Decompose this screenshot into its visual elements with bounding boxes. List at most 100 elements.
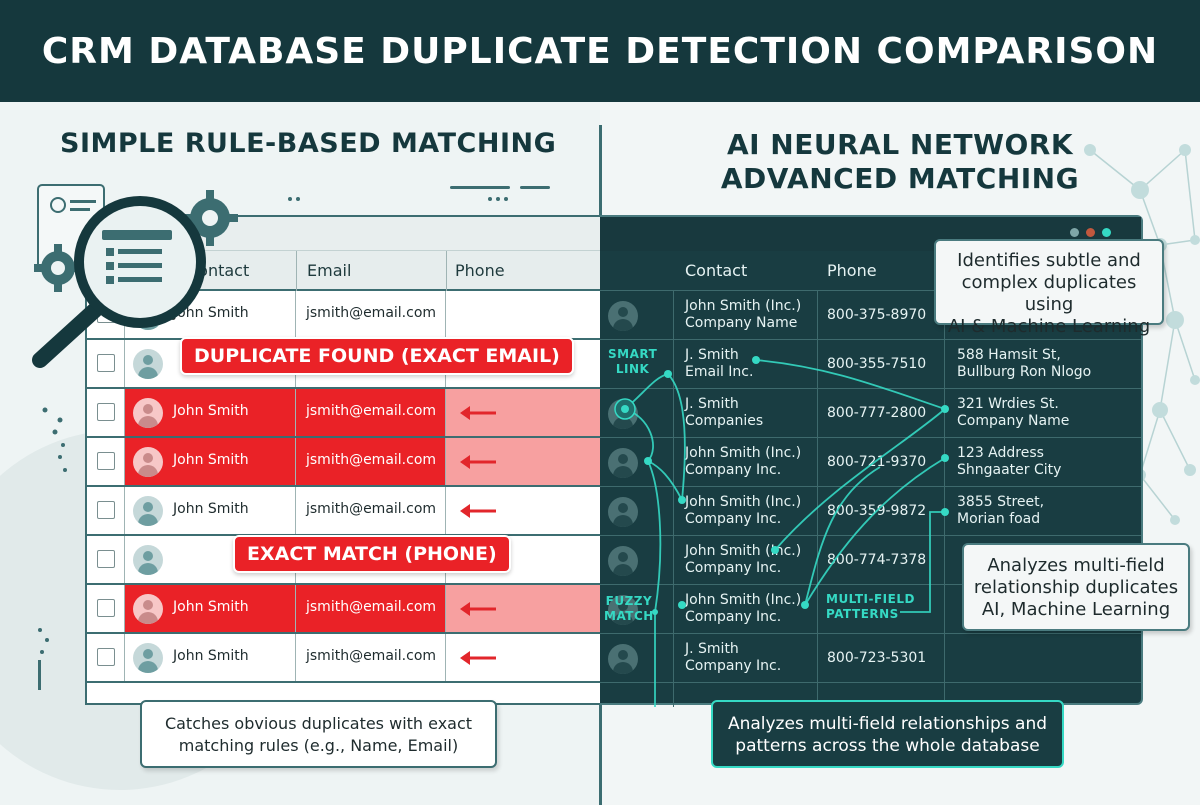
ai-table-row[interactable]: John Smith (Inc.)Company Inc. 800-774-737… — [600, 536, 1141, 585]
duplicate-email-badge: DUPLICATE FOUND (EXACT EMAIL) — [180, 337, 574, 375]
ai-contact-line-2: Company Inc. — [685, 462, 782, 478]
window-dot — [1086, 228, 1095, 237]
left-arrow-icon — [460, 651, 496, 665]
contact-name: John Smith — [173, 403, 249, 419]
ai-phone: 800-774-7378 — [827, 552, 927, 568]
contact-email: jsmith@email.com — [306, 305, 437, 321]
avatar-icon — [133, 594, 163, 624]
rule-based-callout: Catches obvious duplicates with exact ma… — [140, 700, 497, 768]
ai-phone: 800-375-8970 — [827, 307, 927, 323]
ai-contact-line-2: Company Inc. — [685, 511, 782, 527]
avatar-icon — [608, 448, 638, 478]
avatar-icon — [608, 595, 638, 625]
avatar-icon — [133, 447, 163, 477]
ai-contact-line-2: Company Inc. — [685, 658, 782, 674]
ai-phone: 800-723-5301 — [827, 650, 927, 666]
window-dot — [1070, 228, 1079, 237]
table-row[interactable]: John Smith jsmith@email.com — [87, 634, 600, 683]
left-arrow-icon — [460, 455, 496, 469]
ai-address-line-1: 123 Address — [957, 445, 1044, 461]
title-banner: CRM DATABASE DUPLICATE DETECTION COMPARI… — [0, 0, 1200, 102]
ai-contact-line-1: John Smith (Inc.) — [685, 592, 802, 608]
window-dot — [1102, 228, 1111, 237]
table-row[interactable]: John Smith jsmith@email.com — [87, 438, 600, 487]
right-title-line-1: AI NEURAL NETWORK — [726, 128, 1074, 161]
avatar-icon — [608, 546, 638, 576]
avatar-icon — [133, 349, 163, 379]
ai-phone: 800-721-9370 — [827, 454, 927, 470]
left-arrow-icon — [460, 406, 496, 420]
multi-field-label: MULTI-FIELD PATTERNS — [826, 592, 915, 621]
left-section-title: SIMPLE RULE-BASED MATCHING — [60, 128, 557, 159]
contact-name: John Smith — [173, 648, 249, 664]
table-row[interactable]: John Smith jsmith@email.com — [87, 585, 600, 634]
ai-address-line-1: 321 Wrdies St. — [957, 396, 1059, 412]
contact-email: jsmith@email.com — [306, 452, 437, 468]
row-checkbox[interactable] — [97, 501, 115, 519]
ai-table-row[interactable]: John Smith (Inc.)Company Inc. — [600, 585, 1141, 634]
ai-address-line-2: Company Name — [957, 413, 1070, 429]
ai-contact-line-1: J. Smith — [685, 396, 739, 412]
neural-link-lines — [614, 356, 949, 707]
row-checkbox[interactable] — [97, 452, 115, 470]
right-title-line-2: ADVANCED MATCHING — [720, 162, 1080, 195]
magnifier-gears-decoration — [32, 184, 238, 368]
ai-callout-bottom: Analyzes multi-field relationships and p… — [711, 700, 1064, 768]
avatar-icon — [608, 301, 638, 331]
avatar-icon — [133, 643, 163, 673]
contact-name: John Smith — [173, 452, 249, 468]
contact-email: jsmith@email.com — [306, 501, 437, 517]
row-checkbox[interactable] — [97, 648, 115, 666]
ai-address-line-2: Morian foad — [957, 511, 1041, 527]
ai-phone: 800-777-2800 — [827, 405, 927, 421]
column-header-phone: Phone — [455, 261, 505, 280]
avatar-icon — [608, 644, 638, 674]
ai-address-line-1: 3855 Street, — [957, 494, 1045, 510]
right-section-title: AI NEURAL NETWORK ADVANCED MATCHING — [700, 128, 1100, 196]
ai-contact-line-1: John Smith (Inc.) — [685, 445, 802, 461]
rule-callout-line-2: matching rules (e.g., Name, Email) — [178, 736, 459, 755]
avatar-icon — [133, 496, 163, 526]
contact-name: John Smith — [173, 599, 249, 615]
contact-email: jsmith@email.com — [306, 403, 437, 419]
ai-column-header-contact: Contact — [685, 261, 748, 280]
ai-table-row[interactable]: John Smith (Inc.)Company Inc.800-359-987… — [600, 487, 1141, 536]
ai-contact-line-1: J. Smith — [685, 347, 739, 363]
ai-column-header-phone: Phone — [827, 261, 877, 280]
fuzzy-match-label: FUZZY MATCH — [604, 594, 654, 623]
contact-name: John Smith — [173, 305, 249, 321]
row-checkbox[interactable] — [97, 403, 115, 421]
ai-contact-line-1: J. Smith — [685, 641, 739, 657]
contact-email: jsmith@email.com — [306, 648, 437, 664]
row-checkbox[interactable] — [97, 599, 115, 617]
ai-address-line-2: Bullburg Ron Nlogo — [957, 364, 1092, 380]
avatar-icon — [133, 398, 163, 428]
ai-table-row[interactable]: John Smith (Inc.)Company Inc. 800-721-937… — [600, 438, 1141, 487]
ai-callout-middle: Analyzes multi-field relationship duplic… — [962, 543, 1190, 631]
ai-contact-line-1: John Smith (Inc.) — [685, 543, 802, 559]
table-row[interactable]: John Smith jsmith@email.com — [87, 389, 600, 438]
ai-contact-line-2: Company Inc. — [685, 609, 782, 625]
table-row[interactable] — [87, 340, 600, 389]
contact-name: John Smith — [173, 501, 249, 517]
row-checkbox[interactable] — [97, 550, 115, 568]
ai-contact-line-2: Companies — [685, 413, 764, 429]
ai-phone: 800-355-7510 — [827, 356, 927, 372]
avatar-icon — [608, 497, 638, 527]
exact-phone-badge: EXACT MATCH (PHONE) — [233, 535, 511, 573]
ai-address-line-1: 588 Hamsit St, — [957, 347, 1061, 363]
ai-address-line-2: Shngaater City — [957, 462, 1062, 478]
row-checkbox[interactable] — [97, 354, 115, 372]
left-arrow-icon — [460, 602, 496, 616]
ai-contact-line-2: Company Name — [685, 315, 798, 331]
contact-email: jsmith@email.com — [306, 599, 437, 615]
smart-link-label: SMART LINK — [608, 347, 658, 376]
left-arrow-icon — [460, 504, 496, 518]
ai-contact-line-2: Email Inc. — [685, 364, 754, 380]
ai-contact-line-2: Company Inc. — [685, 560, 782, 576]
